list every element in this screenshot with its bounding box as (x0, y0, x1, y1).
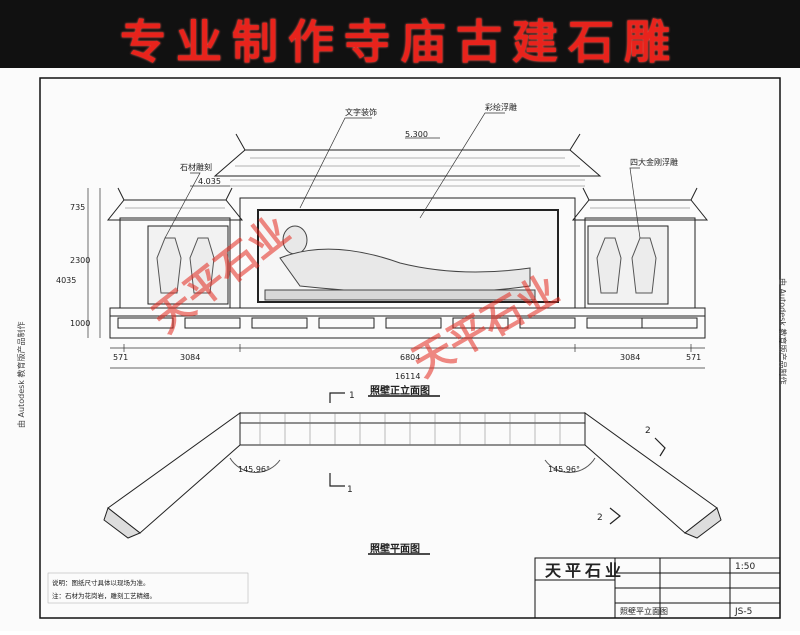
plan-right-wing (584, 412, 718, 534)
cad-drawing: 5.300 4.035 文字装饰 彩绘浮雕 四大金刚浮雕 石材雕刻 735 23… (39, 77, 781, 619)
plan-center-segment (239, 412, 586, 446)
right-wing-wall (584, 217, 696, 309)
dim-total: 16114 (395, 372, 420, 381)
dim-horizontal-1: 571 (113, 353, 128, 362)
left-wing-wall (119, 217, 231, 309)
plan-left-wing (107, 412, 241, 534)
dim-horizontal-5: 571 (686, 353, 701, 362)
title-block (534, 557, 781, 619)
dim-horizontal-4: 3084 (620, 353, 640, 362)
angle-right: 145.96° (548, 465, 580, 474)
note-line-1: 说明：图纸尺寸具体以现场为准。 (52, 578, 150, 587)
side-level-label: 4.035 (198, 177, 221, 186)
title-block-drawing-name: 照壁平立面图 (620, 606, 668, 616)
dim-vertical-total: 4035 (56, 276, 76, 285)
drawing-sheet: 5.300 4.035 文字装饰 彩绘浮雕 四大金刚浮雕 石材雕刻 735 23… (0, 68, 800, 631)
dim-vertical-2: 2300 (70, 256, 90, 265)
left-wing-roof (106, 199, 244, 221)
title-block-scale: 1:50 (735, 562, 755, 572)
plan-view (103, 392, 722, 539)
notes-box (47, 572, 249, 604)
side-label-left: 由 Autodesk 教育版产品制作 (17, 321, 26, 428)
right-wing-roof (571, 199, 709, 221)
note-line-2: 注：石材为花岗岩，雕刻工艺精细。 (52, 591, 156, 600)
guardian-figures-right (596, 237, 657, 294)
guardian-figures-left (156, 237, 215, 294)
angle-left: 145.96° (238, 465, 270, 474)
center-roof (213, 149, 602, 177)
annotation-text-1: 文字装饰 (345, 107, 377, 117)
annotation-text-4: 石材雕刻 (180, 162, 212, 172)
dim-horizontal-3: 6804 (400, 353, 420, 362)
dim-vertical-1: 735 (70, 203, 85, 212)
base-panels (117, 317, 698, 329)
annotation-text-3: 四大金刚浮雕 (630, 157, 678, 167)
section-mark-2-top (654, 437, 666, 457)
elevation-view (87, 112, 709, 369)
annotation-text-2: 彩绘浮雕 (485, 102, 517, 112)
elevation-title: 照壁正立面图 (370, 384, 430, 397)
reclining-buddha-relief (264, 225, 536, 301)
section-mark-2-lower: 2 (597, 513, 603, 523)
section-mark-1-lower: 1 (347, 485, 353, 495)
section-mark-1-top (329, 392, 345, 403)
dim-horizontal-2: 3084 (180, 353, 200, 362)
title-block-company: 天平石业 (545, 561, 625, 580)
section-mark-1-bottom (329, 473, 345, 487)
plan-title: 照壁平面图 (370, 542, 420, 555)
header-banner: 专业制作寺庙古建石雕 (0, 0, 800, 69)
elevation-level-label: 5.300 (405, 130, 428, 139)
section-mark-1: 1 (349, 391, 355, 401)
drawing-frame (39, 77, 781, 619)
section-mark-2: 2 (645, 426, 651, 436)
side-label-right: 由 Autodesk 教育版产品制作 (778, 278, 787, 385)
plan-hatching (259, 413, 561, 445)
banner-title: 专业制作寺庙古建石雕 (120, 15, 680, 69)
title-block-sheet-no: JS-5 (734, 607, 752, 617)
section-mark-2-bottom (609, 507, 621, 525)
center-wall (239, 197, 576, 309)
dim-vertical-3: 1000 (70, 319, 90, 328)
